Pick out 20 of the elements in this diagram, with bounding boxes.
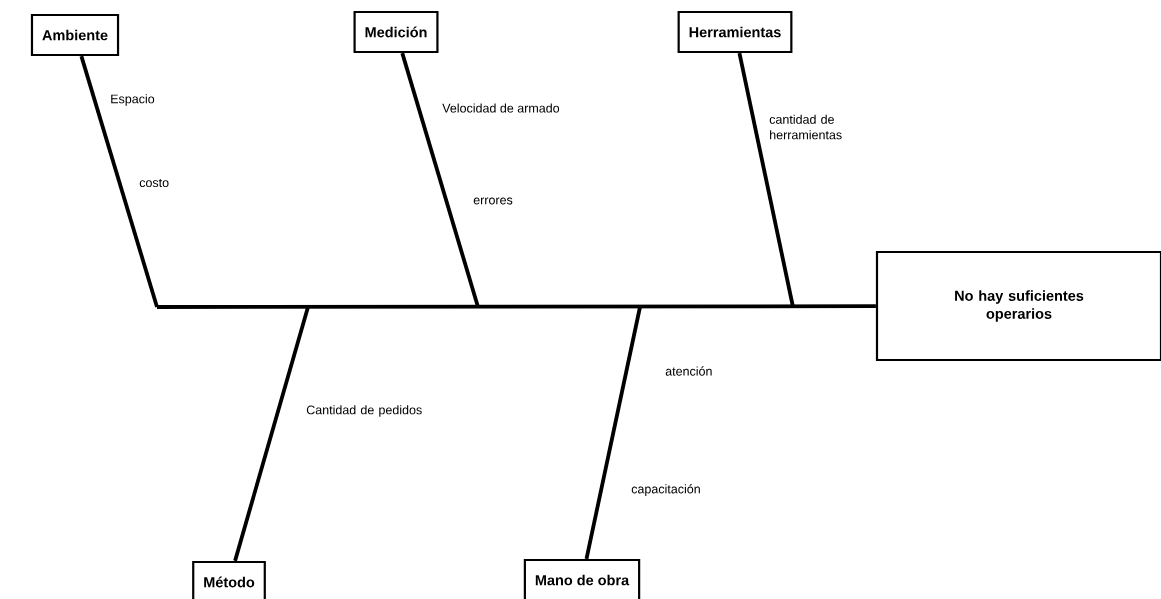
cause-box: Ambiente bbox=[30, 13, 120, 57]
cause-box: No hay suficientes operarios bbox=[875, 250, 1161, 362]
bone-line bbox=[584, 306, 642, 560]
cause-label: costo bbox=[139, 178, 169, 188]
cause-label: Espacio bbox=[111, 94, 155, 106]
cause-label: atención bbox=[665, 366, 712, 376]
cause-label: cantidad de herramientas bbox=[769, 114, 842, 140]
cause-label: errores bbox=[473, 197, 513, 205]
cause-box: Herramientas bbox=[677, 10, 793, 54]
cause-box: Mano de obra bbox=[523, 558, 641, 599]
cause-label: capacitación bbox=[631, 484, 700, 496]
cause-label: Cantidad de pedidos bbox=[306, 405, 422, 417]
bone-line bbox=[400, 52, 480, 308]
cause-box: Medición bbox=[353, 10, 439, 54]
bone-line bbox=[737, 52, 795, 308]
cause-box: Método bbox=[192, 560, 266, 599]
spine-line bbox=[157, 304, 876, 309]
bone-line bbox=[79, 55, 159, 308]
bone-line bbox=[233, 306, 310, 562]
cause-label: Velocidad de armado bbox=[442, 103, 560, 113]
